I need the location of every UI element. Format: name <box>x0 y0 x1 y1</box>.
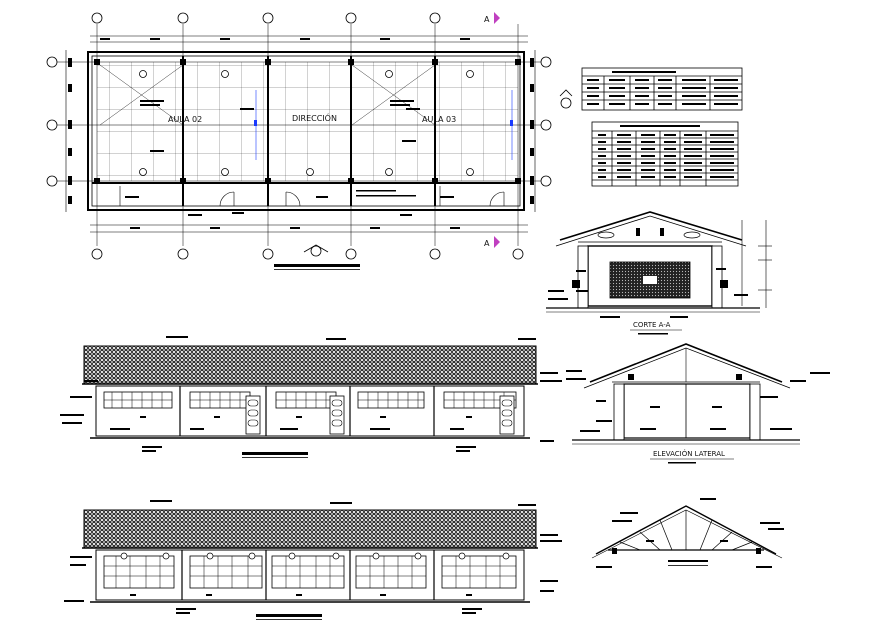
svg-text:A: A <box>484 239 490 248</box>
section-marker-top: A <box>484 12 500 24</box>
north-arrow-icon <box>559 89 573 109</box>
plan-title <box>274 244 360 270</box>
grid-bubbles <box>46 12 552 260</box>
side-elevation-title: ELEVACIÓN LATERAL <box>653 449 725 458</box>
dimension-lines <box>65 35 536 233</box>
section-a-a: CORTE A-A <box>546 211 772 335</box>
schedule-table-2 <box>591 121 739 187</box>
svg-text:A: A <box>484 15 490 24</box>
roof-truss-detail <box>591 498 784 568</box>
room-label-aula-02: AULA 02 <box>168 115 202 124</box>
room-label-aula-03: AULA 03 <box>422 115 456 124</box>
section-title: CORTE A-A <box>633 321 671 329</box>
section-marker-bottom: A <box>484 236 500 248</box>
side-elevation: ELEVACIÓN LATERAL <box>566 343 830 464</box>
floor-plan: AULA 02 DIRECCIÓN AULA 03 A A <box>46 12 573 270</box>
room-label-direccion: DIRECCIÓN <box>292 112 337 123</box>
front-elevation-upper <box>60 336 562 458</box>
schedule-table-1 <box>581 67 743 111</box>
front-elevation-lower <box>64 500 562 620</box>
